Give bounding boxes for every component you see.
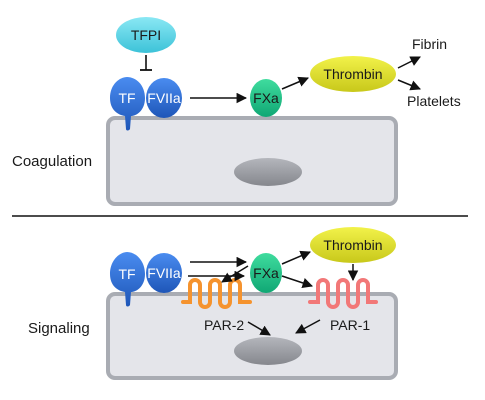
fviia-label: FVIIa: [147, 265, 181, 281]
activation-arrow-icon: [221, 265, 249, 283]
tf-label: TF: [118, 90, 135, 106]
nucleus-bottom: [234, 337, 302, 365]
thrombin-node: [310, 227, 396, 263]
coagulation-label: Coagulation: [12, 153, 92, 170]
nucleus-top: [234, 158, 302, 186]
fxa-label: FXa: [253, 90, 279, 106]
activation-arrow-icon: [295, 319, 321, 334]
tfpi-label: TFPI: [131, 27, 161, 43]
fviia-node: [146, 253, 182, 293]
activation-arrow-icon: [281, 250, 311, 265]
thrombin-label: Thrombin: [323, 237, 382, 253]
thrombin-node: [310, 56, 396, 92]
signaling-label: Signaling: [28, 320, 90, 337]
coagulation-panel: TFPI TF FVIIa FXa Thrombin Fibrin Platel…: [12, 17, 461, 206]
tfpi-node: [116, 17, 176, 53]
fibrin-label: Fibrin: [412, 36, 447, 52]
fxa-node: [250, 79, 282, 117]
fxa-label: FXa: [253, 265, 279, 281]
activation-arrow-icon: [397, 56, 421, 69]
signaling-panel: PAR-2 PAR-1 TF FVIIa FXa Thrombin: [28, 227, 398, 380]
tf-node: [110, 77, 145, 131]
par2-label: PAR-2: [204, 317, 244, 333]
fviia-label: FVIIa: [147, 90, 181, 106]
cell-bottom: [106, 292, 398, 380]
activation-arrow-icon: [281, 76, 309, 90]
par1-receptor-icon: [308, 278, 378, 309]
par1-label: PAR-1: [330, 317, 370, 333]
activation-arrow-icon: [397, 79, 421, 91]
fviia-node: [146, 78, 182, 118]
activation-arrow-icon: [281, 275, 313, 288]
platelets-label: Platelets: [407, 93, 461, 109]
thrombin-label: Thrombin: [323, 66, 382, 82]
tf-node: [110, 252, 145, 307]
activation-arrow-icon: [247, 321, 271, 336]
fxa-node: [250, 253, 282, 293]
tf-label: TF: [118, 266, 135, 282]
